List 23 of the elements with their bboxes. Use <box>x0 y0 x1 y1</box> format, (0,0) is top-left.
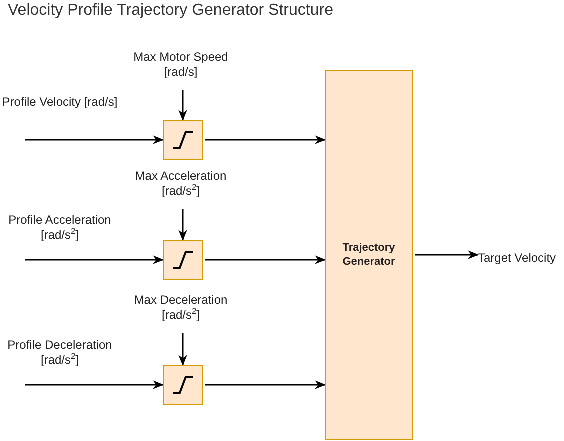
signal-label: Max Acceleration [rad/s$^{2}$] <box>126 169 236 201</box>
block-title: Trajectory Generator <box>342 241 396 269</box>
arrow <box>415 250 480 260</box>
diagram-title: Velocity Profile Trajectory Generator Structure <box>8 2 334 20</box>
arrow <box>25 136 164 144</box>
arrow <box>205 380 326 390</box>
arrow <box>205 136 326 144</box>
process-block <box>325 70 413 440</box>
input-label: Profile Acceleration [rad/s$^{2}$] <box>8 213 112 243</box>
input-label: Profile Deceleration [rad/s$^{2}$] <box>6 338 114 368</box>
saturation-block <box>163 365 203 405</box>
saturation-block <box>163 240 203 280</box>
signal-label: Target Velocity <box>478 251 562 269</box>
arrow <box>25 256 164 264</box>
arrow <box>178 209 188 242</box>
arrow <box>25 380 164 390</box>
input-label: Profile Velocity [rad/s] <box>1 95 119 110</box>
signal-label: Max Deceleration [rad/s$^{2}$] <box>126 293 236 325</box>
arrow <box>178 90 188 122</box>
arrow <box>178 333 188 366</box>
arrow <box>205 256 326 264</box>
saturation-block <box>163 120 203 160</box>
signal-label: Max Motor Speed [rad/s] <box>126 50 236 82</box>
